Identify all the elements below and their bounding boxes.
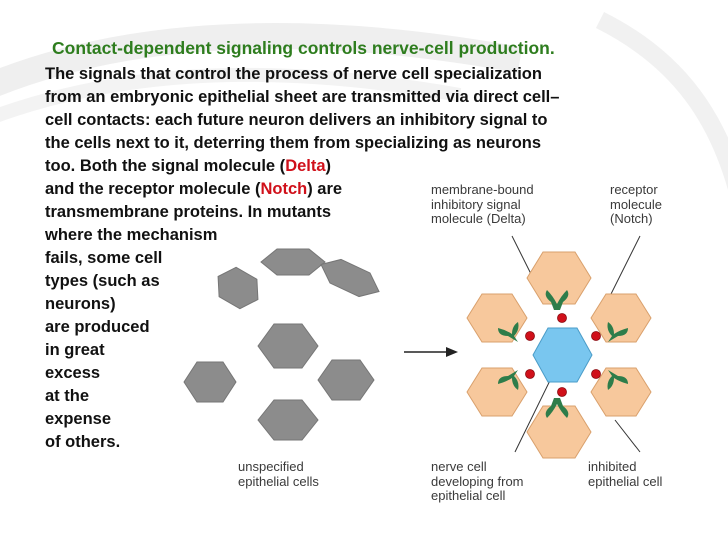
unspecified-epithelial-cell	[257, 323, 319, 369]
label-nerve-cell: nerve cell developing from epithelial ce…	[431, 459, 524, 504]
delta-signal	[591, 369, 601, 379]
label-line: (Notch)	[610, 211, 653, 226]
notch-receptors	[498, 290, 628, 418]
paragraph-line: at the	[45, 387, 90, 405]
unspecified-epithelial-cell	[260, 248, 326, 276]
paragraph-line: of others.	[45, 433, 121, 451]
slide-title: Contact-dependent signaling controls ner…	[52, 38, 555, 58]
paragraph-line: where the mechanism	[45, 226, 218, 244]
label-line: epithelial cell	[431, 488, 506, 503]
paragraph-line: in great	[45, 341, 105, 359]
nerve-cell	[532, 327, 593, 383]
inhibited-epithelial-cell	[526, 251, 592, 305]
unspecified-cells-group	[183, 248, 380, 441]
paragraph-line: and the receptor molecule (Notch) are	[45, 178, 342, 201]
paragraph-line: fails, some cell	[45, 249, 163, 267]
unspecified-epithelial-cell	[257, 399, 319, 441]
paragraph-line: are produced	[45, 318, 150, 336]
label-line: nerve cell	[431, 459, 487, 474]
unspecified-epithelial-cell	[217, 266, 259, 310]
paragraph-line: types (such as	[45, 272, 160, 290]
paragraph-line: expense	[45, 410, 112, 428]
label-membrane-bound-delta: membrane-bound inhibitory signal molecul…	[431, 182, 534, 227]
text-segment: ) are	[307, 180, 343, 198]
unspecified-epithelial-cell	[317, 359, 375, 401]
text-segment: and the receptor molecule (	[45, 180, 261, 198]
label-line: molecule	[610, 196, 663, 212]
text-segment: )	[325, 157, 332, 175]
delta-signal	[525, 369, 535, 379]
label-receptor-notch: receptor molecule (Notch)	[610, 182, 663, 227]
label-line: receptor	[610, 182, 658, 197]
notch-highlight: Notch	[260, 180, 308, 198]
delta-signal	[591, 331, 601, 341]
paragraph-line: neurons)	[45, 295, 116, 313]
inhibited-epithelial-cell	[590, 293, 652, 343]
label-line: inhibitory signal	[431, 196, 521, 212]
notch-receptor	[545, 398, 569, 418]
paragraph-line: too. Both the signal molecule (Delta)	[45, 155, 331, 178]
paragraph-line: transmembrane proteins. In mutants	[45, 203, 332, 221]
paragraph-line: the cells next to it, deterring them fro…	[45, 134, 542, 152]
paragraph-line: cell contacts: each future neuron delive…	[45, 111, 548, 129]
arrow	[404, 347, 458, 357]
label-line: membrane-bound	[431, 182, 534, 197]
notch-receptor	[545, 290, 569, 310]
notch-receptor	[607, 322, 628, 342]
label-line: epithelial cell	[588, 473, 663, 489]
label-line: epithelial cells	[238, 473, 319, 489]
label-line: molecule (Delta)	[431, 211, 526, 226]
inhibited-epithelial-cell	[466, 293, 528, 343]
label-unspecified-epithelial-cells: unspecified epithelial cells	[238, 459, 319, 489]
unspecified-epithelial-cell	[183, 361, 237, 403]
paragraph-line: excess	[45, 364, 101, 382]
unspecified-epithelial-cell	[320, 258, 380, 298]
paragraph-line: from an embryonic epithelial sheet are t…	[45, 88, 560, 106]
label-line: developing from	[431, 473, 524, 489]
notch-receptor	[498, 322, 519, 342]
inhibited-epithelial-cell	[526, 405, 592, 459]
inhibited-epithelial-cell	[466, 367, 528, 417]
delta-highlight: Delta	[285, 157, 326, 175]
label-line: inhibited	[588, 459, 637, 474]
paragraph-line: The signals that control the process of …	[45, 65, 542, 83]
notch-receptor	[607, 370, 628, 390]
label-line: unspecified	[238, 459, 304, 474]
label-inhibited-epithelial-cell: inhibited epithelial cell	[588, 459, 663, 489]
inhibited-cells-group	[466, 251, 652, 459]
delta-signal	[525, 331, 535, 341]
text-segment: too. Both the signal molecule (	[45, 157, 286, 175]
delta-signals	[525, 313, 601, 397]
inhibited-epithelial-cell	[590, 367, 652, 417]
notch-receptor	[498, 370, 519, 390]
delta-signal	[557, 387, 567, 397]
delta-signal	[557, 313, 567, 323]
